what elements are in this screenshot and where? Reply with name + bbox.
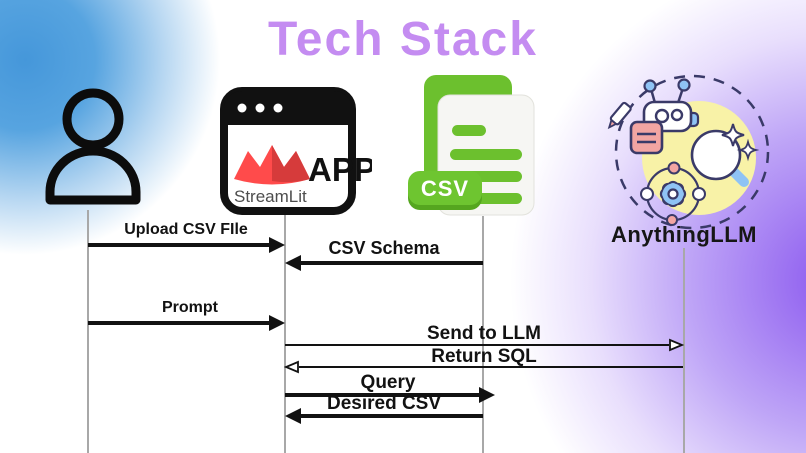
open-arrowhead-icon — [284, 360, 299, 374]
message-label-desired-csv: Desired CSV — [326, 393, 442, 414]
anythingllm-icon — [607, 74, 770, 230]
message-label-csv-schema: CSV Schema — [328, 238, 440, 258]
streamlit-name-label: StreamLit — [234, 187, 307, 206]
gear-cycle-icon — [640, 161, 706, 226]
lifeline-anythingllm — [683, 248, 685, 453]
arrowhead-icon — [269, 315, 285, 331]
message-label-query: Query — [360, 372, 416, 393]
streamlit-app-icon: APP StreamLit — [220, 87, 372, 215]
arrow-return-sql — [299, 366, 683, 368]
open-arrowhead-icon — [669, 338, 684, 352]
magnifier-icon — [690, 129, 749, 187]
arrow-desired-csv — [300, 414, 483, 418]
arrow-csv-schema — [300, 261, 483, 265]
csv-file-icon: CSV — [408, 75, 535, 216]
arrow-upload-csv — [88, 243, 270, 247]
page-title: Tech Stack — [268, 13, 538, 66]
arrow-prompt — [88, 321, 270, 325]
sparkle-icon — [721, 123, 760, 162]
streamlit-logo-icon — [234, 145, 310, 185]
arrowhead-icon — [285, 408, 301, 424]
message-label-return-sql: Return SQL — [431, 346, 537, 367]
lifeline-csv — [482, 216, 484, 453]
csv-badge: CSV — [408, 171, 482, 210]
message-label-prompt: Prompt — [162, 299, 218, 316]
lifeline-streamlit — [284, 215, 286, 453]
message-label-send-to-llm: Send to LLM — [427, 323, 541, 344]
anythingllm-label: AnythingLLM — [610, 222, 758, 247]
message-label-upload-csv: Upload CSV FIle — [124, 221, 248, 238]
person-icon — [45, 88, 141, 205]
arrowhead-icon — [479, 387, 495, 403]
note-pencil-icon — [607, 101, 664, 155]
arrow-send-to-llm — [285, 344, 669, 346]
arrowhead-icon — [285, 255, 301, 271]
arrowhead-icon — [269, 237, 285, 253]
arrow-query — [285, 393, 480, 397]
csv-badge-label: CSV — [421, 176, 469, 201]
streamlit-app-label: APP — [308, 151, 372, 188]
lifeline-user — [87, 210, 89, 453]
